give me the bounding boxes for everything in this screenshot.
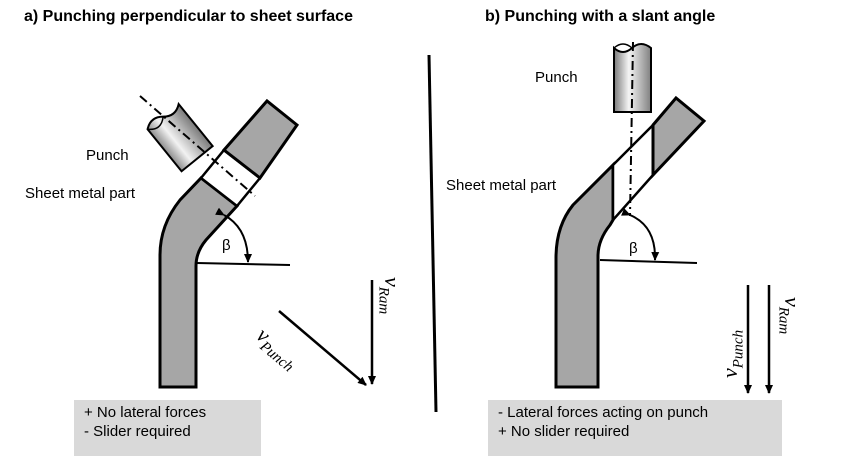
panel-a-sheet-part [158,98,300,389]
panel-b-punch-label: Punch [535,69,578,86]
panel-b-title: b) Punching with a slant angle [485,8,716,25]
v-punch-symbol: v [717,368,742,378]
panel-a-title: a) Punching perpendicular to sheet surfa… [24,8,353,25]
panel-a-notes: + No lateral forces - Slider required [74,400,261,456]
panel-a-horizontal-reference [196,262,291,266]
v-punch-subscript: Punch [730,329,747,369]
panel-a-v-punch-arrow [278,310,367,386]
panel-a-note-pro: + No lateral forces [84,404,207,421]
panel-b-v-punch-label: vPunch [717,330,747,378]
v-ram-subscript: Ram [375,286,392,315]
panel-b-note-con: - Lateral forces acting on punch [498,404,709,421]
panel-b-sheet-label: Sheet metal part [446,177,557,194]
panel-a-v-ram-label: vRam [375,277,405,314]
panel-a-sheet-label: Sheet metal part [25,185,136,202]
panel-b-note-pro: + No slider required [498,423,630,440]
panel-a-punch [146,101,215,173]
v-ram-symbol: v [380,277,405,287]
panel-b-v-ram-label: vRam [775,297,805,334]
v-ram-subscript: Ram [775,306,792,335]
panel-b-sheet-part [554,95,707,389]
panel-b-horizontal-reference [599,259,698,264]
panel-a-beta-arc [215,207,252,263]
panel-a-punch-axis [139,95,256,197]
v-ram-symbol: v [780,297,805,307]
panel-b-notes: - Lateral forces acting on punch + No sl… [488,400,782,456]
panel-divider [427,54,438,413]
panel-a-note-con: - Slider required [84,423,191,440]
panel-a-punch-label: Punch [86,147,129,164]
panel-b-beta-arc [621,208,660,261]
panel-b-beta-label: β [629,240,638,257]
panel-a-beta-label: β [222,237,231,254]
